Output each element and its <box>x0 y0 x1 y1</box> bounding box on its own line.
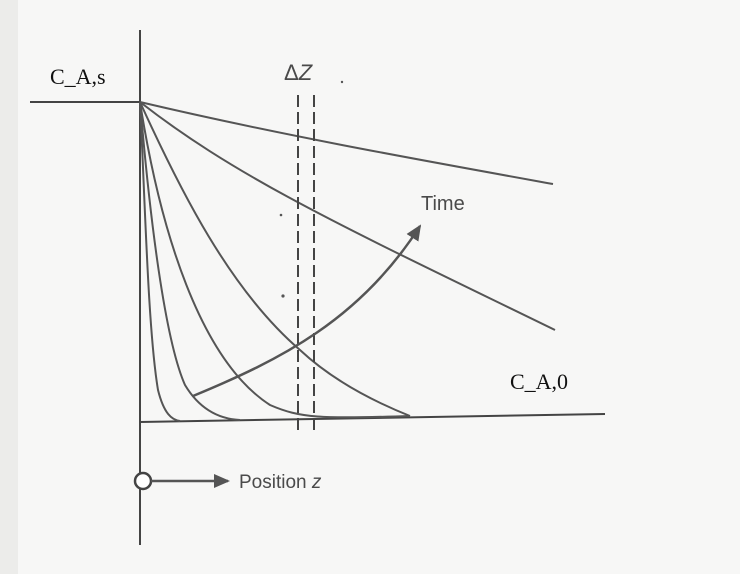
origin-marker <box>133 471 153 491</box>
page-edge-shadow <box>0 0 18 574</box>
position-label: Position z <box>239 472 322 493</box>
profile-curve-6 <box>139 101 554 185</box>
profile-curve-2 <box>139 101 241 421</box>
print-speck <box>279 213 283 217</box>
initial-concentration-label: C_A,0 <box>510 369 568 394</box>
time-label: Time <box>421 193 465 215</box>
delta-z-label: ΔZ <box>284 60 314 85</box>
delta-symbol: Δ <box>284 60 299 85</box>
profile-curve-4 <box>139 101 411 417</box>
profile-curve-3 <box>139 101 411 419</box>
time-arrow <box>192 224 422 398</box>
profile-curve-5 <box>139 101 556 331</box>
print-speck <box>281 294 285 298</box>
surface-concentration-label: C_A,s <box>50 64 106 89</box>
position-text: Position <box>239 472 312 493</box>
profile-curve-1 <box>139 101 181 422</box>
position-variable: z <box>311 472 322 493</box>
delta-z-variable: Z <box>298 60 314 85</box>
print-speck <box>340 80 344 84</box>
